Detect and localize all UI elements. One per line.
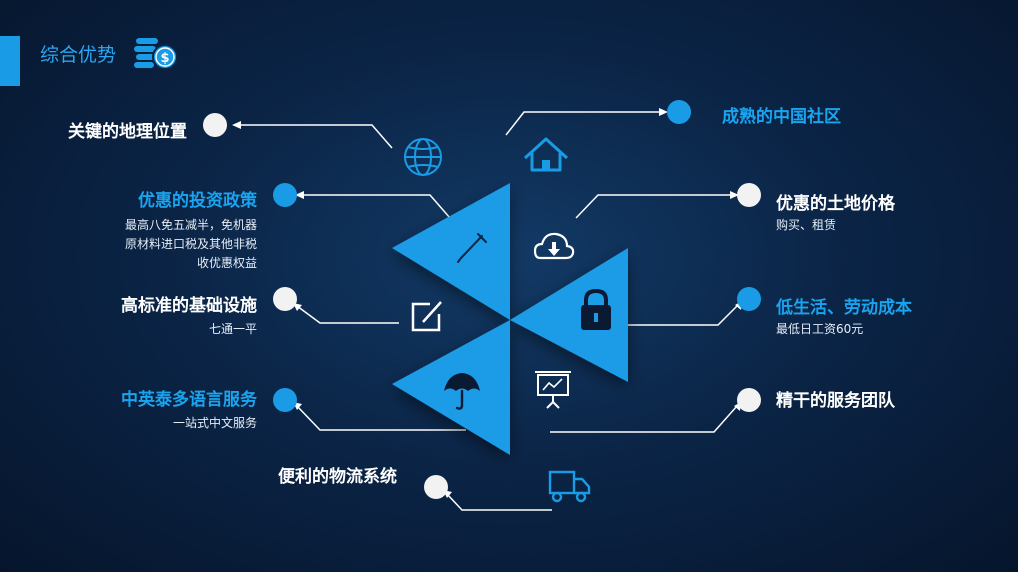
dot-language — [273, 388, 297, 412]
dot-geo — [203, 113, 227, 137]
connector-lines — [236, 111, 739, 511]
dot-community — [667, 100, 691, 124]
edit-icon — [411, 301, 442, 332]
lock-icon — [581, 288, 611, 330]
pen-icon — [457, 233, 487, 263]
home-icon — [523, 137, 569, 172]
label-living-labor-cost: 低生活、劳动成本 — [776, 298, 912, 318]
coins-dollar-icon: $ — [134, 38, 178, 70]
truck-icon — [548, 470, 591, 503]
label-land-price: 优惠的土地价格 — [776, 194, 895, 214]
label-investment-policy: 优惠的投资政策 — [138, 191, 257, 211]
label-geo-location: 关键的地理位置 — [68, 122, 187, 142]
globe-icon — [404, 138, 442, 176]
dot-land — [737, 183, 761, 207]
label-logistics: 便利的物流系统 — [278, 467, 397, 487]
dot-cost — [737, 287, 761, 311]
presentation-icon — [535, 371, 571, 409]
label-chinese-community: 成熟的中国社区 — [722, 107, 841, 127]
dot-team — [737, 388, 761, 412]
label-infrastructure: 高标准的基础设施 — [121, 296, 257, 316]
sub-living-labor-cost: 最低日工资60元 — [776, 322, 864, 336]
dot-infra — [273, 287, 297, 311]
cloud-download-icon — [533, 232, 575, 260]
page-title: 综合优势 — [40, 44, 117, 66]
dot-logistics — [424, 475, 448, 499]
svg-text:$: $ — [160, 51, 169, 66]
sub-investment-policy: 最高八免五减半，免机器 原材料进口税及其他非税 收优惠权益 — [124, 218, 257, 270]
label-multilingual-service: 中英泰多语言服务 — [121, 390, 257, 410]
sub-infrastructure: 七通一平 — [208, 322, 257, 336]
dot-policy — [273, 183, 297, 207]
label-service-team: 精干的服务团队 — [776, 391, 895, 411]
sub-land-price: 购买、租赁 — [776, 218, 837, 232]
sub-multilingual-service: 一站式中文服务 — [172, 416, 257, 430]
accent-bar — [0, 36, 20, 86]
umbrella-icon — [444, 373, 480, 410]
